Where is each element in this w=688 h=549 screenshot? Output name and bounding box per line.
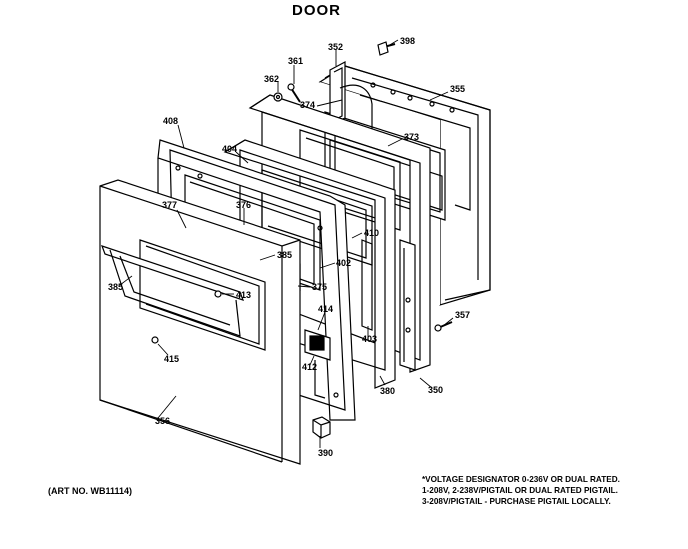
screw-398: [377, 41, 396, 56]
callout-390: 390: [318, 448, 333, 458]
hinge-bracket-414: [304, 329, 331, 399]
note-line: *VOLTAGE DESIGNATOR 0-236V OR DUAL RATED…: [422, 475, 620, 484]
screw-361: [287, 83, 301, 103]
callout-412: 412: [302, 362, 317, 372]
callout-415: 415: [164, 354, 179, 364]
diagram-title: DOOR: [292, 2, 341, 19]
washer-362: [273, 92, 283, 102]
callout-labels: 398 352 361 362 355 374 373 408 404 377 …: [108, 36, 470, 458]
callout-350: 350: [428, 385, 443, 395]
callout-410: 410: [364, 228, 379, 238]
leader-lines: [119, 39, 454, 448]
callout-352: 352: [328, 42, 343, 52]
callout-376: 376: [236, 200, 251, 210]
door-handle-385: [100, 245, 245, 337]
callout-375: 375: [312, 282, 327, 292]
screw-415: [151, 336, 159, 344]
callout-398: 398: [400, 36, 415, 46]
note-line: 3-208V/PIGTAIL - PURCHASE PIGTAIL LOCALL…: [422, 497, 611, 506]
callout-357: 357: [455, 310, 470, 320]
art-number: (ART NO. WB11114): [48, 486, 133, 496]
block-390: [312, 416, 331, 439]
callout-355: 355: [450, 84, 465, 94]
callout-403: 403: [362, 334, 377, 344]
callout-374: 374: [300, 100, 315, 110]
callout-385-upper: 385: [277, 250, 292, 260]
inner-door-frame-408: [157, 139, 356, 421]
voltage-note: *VOLTAGE DESIGNATOR 0-236V OR DUAL RATED…: [422, 474, 684, 507]
screw-357: [434, 321, 453, 332]
callout-377: 377: [162, 200, 177, 210]
callout-413: 413: [236, 290, 251, 300]
callout-385-handle: 385: [108, 282, 123, 292]
callout-402: 402: [336, 258, 351, 268]
callout-362: 362: [264, 74, 279, 84]
callout-373: 373: [404, 132, 419, 142]
side-channel-350: [399, 239, 416, 371]
callout-356: 356: [155, 416, 170, 426]
callout-361: 361: [288, 56, 303, 66]
callout-414: 414: [318, 304, 333, 314]
note-line: 1-208V, 2-238V/PIGTAIL OR DUAL RATED PIG…: [422, 486, 618, 495]
callout-408: 408: [163, 116, 178, 126]
callout-380: 380: [380, 386, 395, 396]
callout-404: 404: [222, 144, 237, 154]
screw-413: [214, 290, 222, 298]
